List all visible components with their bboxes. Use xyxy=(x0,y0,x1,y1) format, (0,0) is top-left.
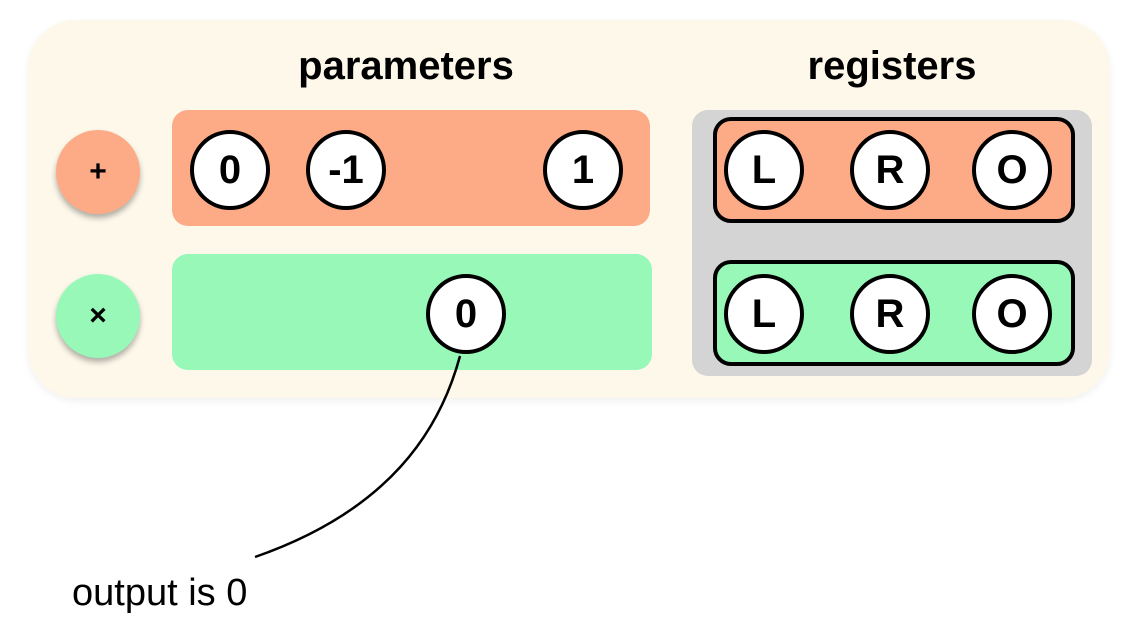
add-register-output[interactable]: O xyxy=(972,130,1052,210)
multiply-register-left[interactable]: L xyxy=(724,274,804,354)
add-parameter-token[interactable]: -1 xyxy=(306,130,386,210)
parameters-heading: parameters xyxy=(298,44,514,88)
multiply-register-output[interactable]: O xyxy=(972,274,1052,354)
multiply-operation-button[interactable]: × xyxy=(56,274,140,358)
multiply-parameters-lane xyxy=(172,254,652,370)
multiply-parameter-token[interactable]: 0 xyxy=(426,274,506,354)
add-operation-button[interactable]: + xyxy=(56,130,140,214)
add-register-left[interactable]: L xyxy=(724,130,804,210)
registers-heading: registers xyxy=(807,44,977,88)
add-register-right[interactable]: R xyxy=(850,130,930,210)
multiply-register-right[interactable]: R xyxy=(850,274,930,354)
add-parameter-token[interactable]: 1 xyxy=(543,130,623,210)
output-annotation: output is 0 xyxy=(72,572,248,614)
add-parameter-token[interactable]: 0 xyxy=(190,130,270,210)
